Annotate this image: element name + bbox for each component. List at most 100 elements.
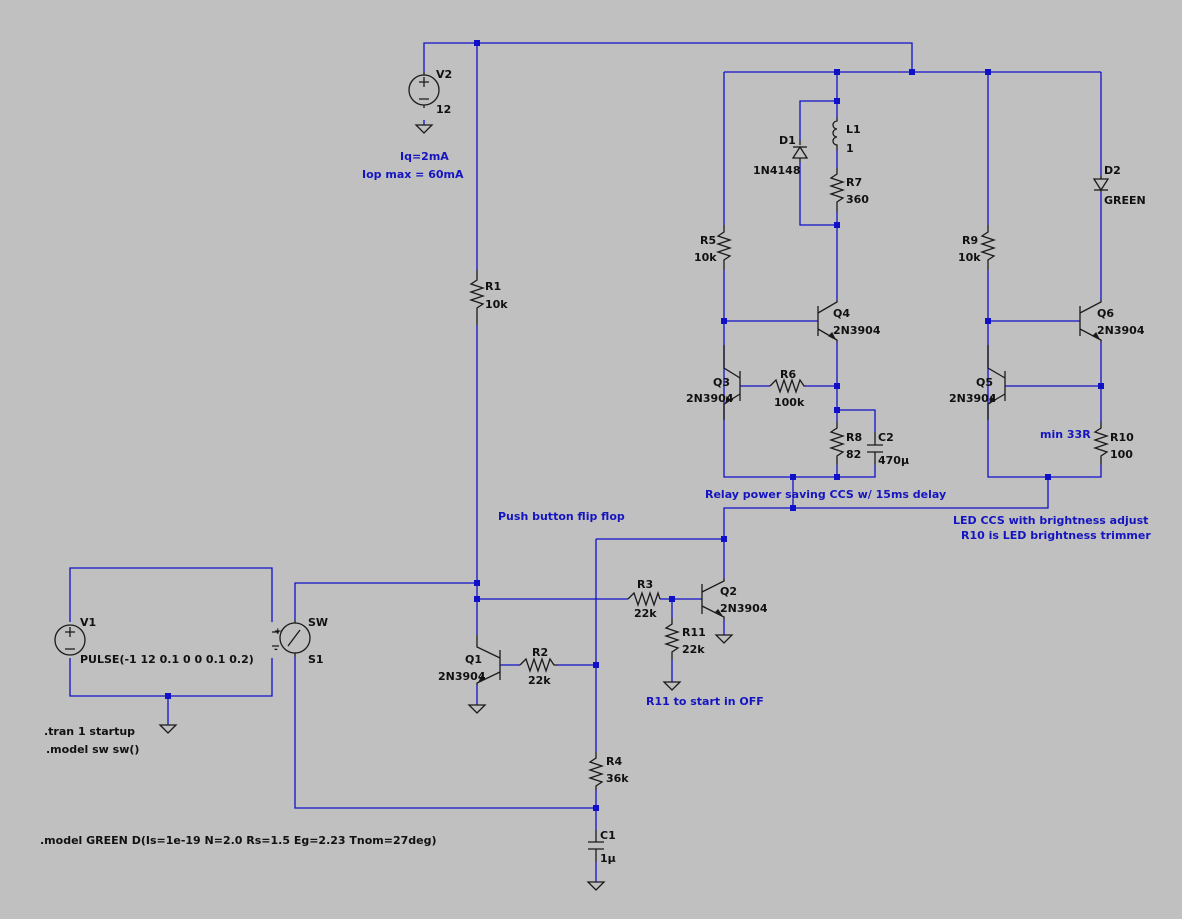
resistor-r9[interactable] [979, 225, 997, 270]
capacitor-c1[interactable] [588, 830, 604, 862]
wires [69, 42, 1102, 882]
resistor-r3[interactable] [627, 590, 661, 608]
v1-value: PULSE(-1 12 0.1 0 0 0.1 0.2) [80, 653, 254, 666]
r5-name: R5 [700, 234, 716, 247]
transistor-q4[interactable] [817, 300, 838, 342]
v2-value: 12 [436, 103, 451, 116]
r1-value: 10k [485, 298, 508, 311]
ground-symbol [158, 724, 178, 734]
r7-value: 360 [846, 193, 869, 206]
r6-value: 100k [774, 396, 805, 409]
resistor-r5[interactable] [715, 225, 733, 270]
c2-name: C2 [878, 431, 894, 444]
annotations: Iq=2mA Iop max = 60mA Push button flip f… [362, 150, 1151, 708]
v1-name: V1 [80, 616, 96, 629]
resistor-r11[interactable] [663, 618, 681, 660]
resistor-r6[interactable] [769, 377, 806, 395]
r8-value: 82 [846, 448, 861, 461]
c1-value: 1µ [600, 852, 616, 865]
q4-value: 2N3904 [833, 324, 881, 337]
r10-value: 100 [1110, 448, 1133, 461]
r3-name: R3 [637, 578, 653, 591]
r9-value: 10k [958, 251, 981, 264]
component-labels: V2 12 V1 PULSE(-1 12 0.1 0 0 0.1 0.2) SW… [80, 68, 1146, 865]
directive-model-green: .model GREEN D(Is=1e-19 N=2.0 Rs=1.5 Eg=… [40, 834, 437, 847]
ground-symbol [467, 704, 487, 714]
q5-value: 2N3904 [949, 392, 997, 405]
c2-value: 470µ [878, 454, 909, 467]
resistor-r7[interactable] [828, 168, 846, 212]
c1-name: C1 [600, 829, 616, 842]
resistor-r4[interactable] [587, 752, 605, 790]
l1-name: L1 [846, 123, 861, 136]
transistor-q3[interactable] [723, 345, 741, 420]
q2-value: 2N3904 [720, 602, 768, 615]
r9-name: R9 [962, 234, 978, 247]
v2-source[interactable] [408, 72, 440, 108]
q2-name: Q2 [720, 585, 737, 598]
l1-value: 1 [846, 142, 854, 155]
r10-name: R10 [1110, 431, 1134, 444]
note-led-ccs-2: R10 is LED brightness trimmer [961, 529, 1151, 542]
r5-value: 10k [694, 251, 717, 264]
svg-text:+: + [274, 627, 282, 637]
diode-d1[interactable] [791, 140, 809, 162]
resistor-r8[interactable] [828, 422, 846, 465]
q1-name: Q1 [465, 653, 482, 666]
r1-name: R1 [485, 280, 501, 293]
s1-model: SW [308, 616, 328, 629]
d1-value: 1N4148 [753, 164, 800, 177]
s1-name: S1 [308, 653, 324, 666]
r11-value: 22k [682, 643, 705, 656]
r11-name: R11 [682, 626, 706, 639]
r3-value: 22k [634, 607, 657, 620]
note-flipflop: Push button flip flop [498, 510, 625, 523]
transistor-q6[interactable] [1079, 300, 1102, 342]
inductor-l1[interactable] [832, 118, 838, 150]
ground-symbol [662, 681, 682, 691]
directive-model-sw: .model sw sw() [46, 743, 139, 756]
q1-value: 2N3904 [438, 670, 486, 683]
spice-directives: .tran 1 startup .model sw sw() .model GR… [40, 725, 437, 847]
r4-value: 36k [606, 772, 629, 785]
note-min-r10: min 33R [1040, 428, 1091, 441]
ground-symbol [714, 634, 734, 644]
resistor-r1[interactable] [468, 270, 486, 325]
q3-name: Q3 [713, 376, 730, 389]
v1-source[interactable] [54, 624, 86, 656]
r2-value: 22k [528, 674, 551, 687]
diode-d2[interactable] [1092, 175, 1110, 192]
capacitor-c2[interactable] [867, 432, 883, 465]
transistor-q2[interactable] [701, 578, 725, 620]
ground-symbol [414, 124, 434, 134]
q4-name: Q4 [833, 307, 850, 320]
note-relay-ccs: Relay power saving CCS w/ 15ms delay [705, 488, 946, 501]
svg-text:-: - [274, 645, 278, 655]
d2-value: GREEN [1104, 194, 1146, 207]
ground-symbol [586, 881, 606, 891]
q6-name: Q6 [1097, 307, 1114, 320]
transistor-q5[interactable] [987, 345, 1006, 420]
r7-name: R7 [846, 176, 862, 189]
resistor-r2[interactable] [519, 656, 558, 674]
r2-name: R2 [532, 646, 548, 659]
directive-tran: .tran 1 startup [44, 725, 135, 738]
d2-name: D2 [1104, 164, 1121, 177]
switch-s1[interactable]: + - [272, 620, 311, 657]
q3-value: 2N3904 [686, 392, 734, 405]
resistor-r10[interactable] [1092, 422, 1110, 465]
q5-name: Q5 [976, 376, 993, 389]
r4-name: R4 [606, 755, 622, 768]
r8-name: R8 [846, 431, 862, 444]
v2-name: V2 [436, 68, 452, 81]
note-iop: Iop max = 60mA [362, 168, 464, 181]
junctions [165, 40, 1104, 811]
d1-name: D1 [779, 134, 796, 147]
transistor-q1[interactable] [476, 635, 501, 685]
note-led-ccs-1: LED CCS with brightness adjust [953, 514, 1148, 527]
r6-name: R6 [780, 368, 796, 381]
note-r11: R11 to start in OFF [646, 695, 764, 708]
note-iq: Iq=2mA [400, 150, 449, 163]
q6-value: 2N3904 [1097, 324, 1145, 337]
